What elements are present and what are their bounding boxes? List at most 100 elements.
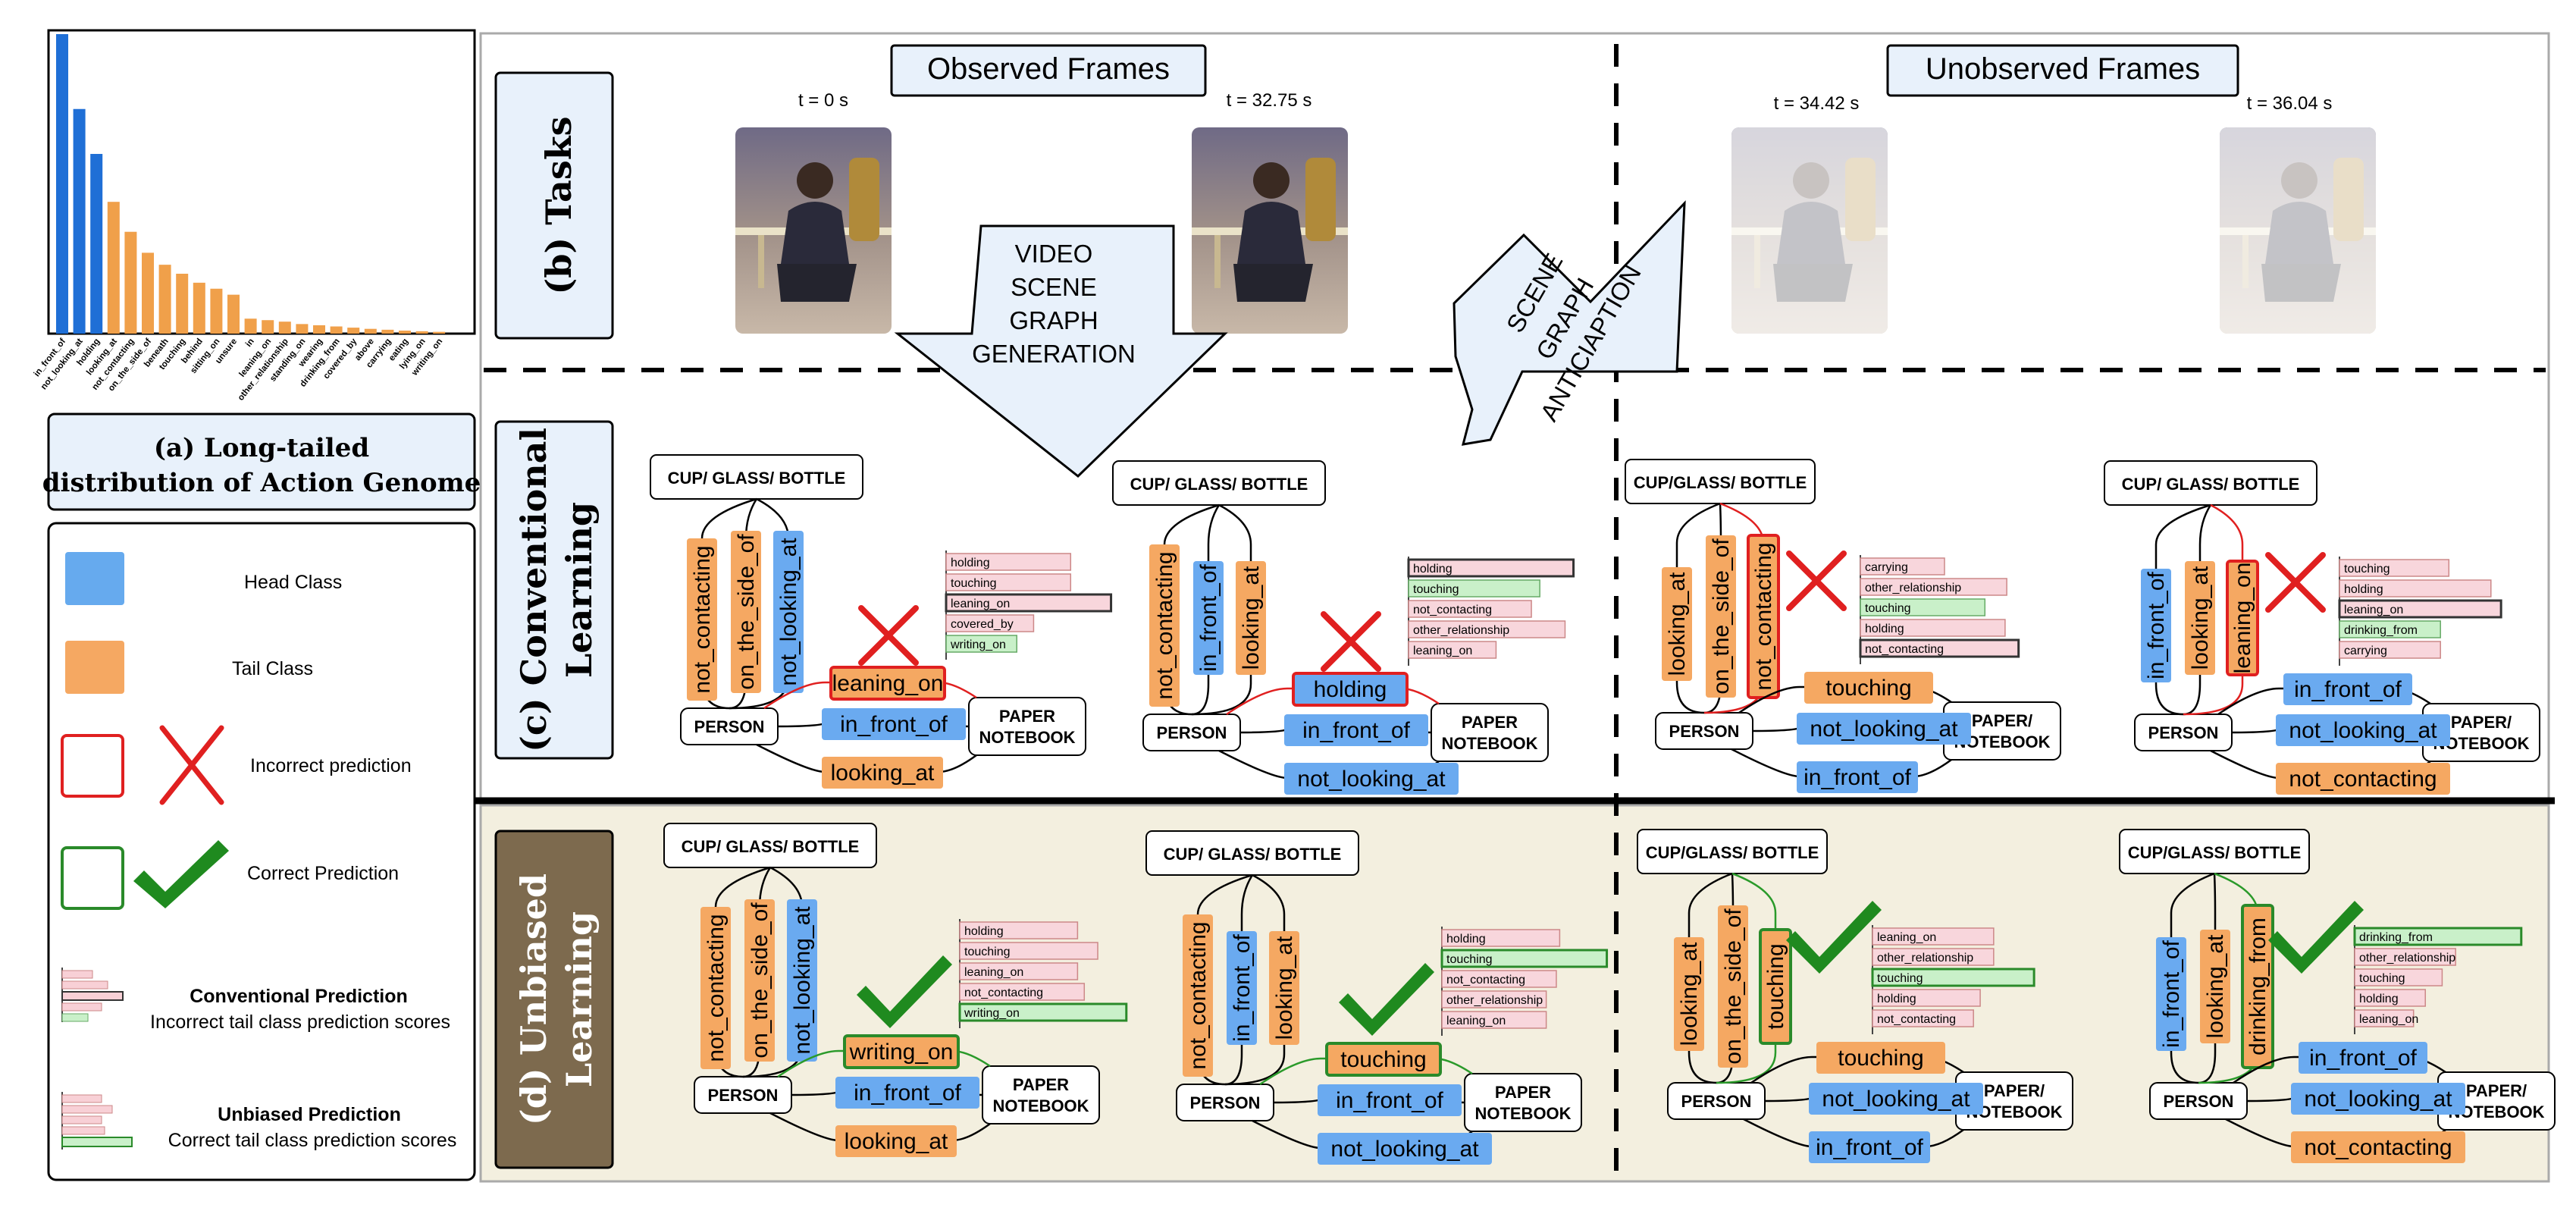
incorrect-cross-icon: [1786, 550, 1847, 611]
score-bar-label: leaning_on: [964, 966, 1023, 979]
panel-d-label-line1: (d) Unbiased: [513, 874, 554, 1125]
chart-bar: [158, 265, 171, 334]
relation-label: not_looking_at: [1810, 717, 1958, 742]
score-bar-label: touching: [1446, 953, 1493, 966]
paper-notebook-label: NOTEBOOK: [1474, 1104, 1571, 1123]
score-bar: [1408, 600, 1532, 618]
relation-label-vertical-box: [1674, 937, 1704, 1051]
relation-label: not_contacting: [2304, 1135, 2452, 1160]
chart-bar: [415, 331, 428, 334]
relation-label: in_front_of: [1816, 1135, 1923, 1160]
score-bar-label: not_contacting: [1413, 604, 1492, 616]
relation-label-vertical: leaning_on: [2230, 563, 2255, 674]
panel-c-label-line1: (c) Conventional: [513, 428, 554, 752]
score-bar-label: carrying: [2344, 645, 2387, 657]
chart-bar: [364, 328, 377, 334]
conventional-prediction-scores: holdingtouchingnot_contactingother_relat…: [1407, 557, 1575, 666]
score-bar-label: holding: [951, 557, 990, 569]
frame-person-head: [1253, 162, 1290, 199]
score-bar: [945, 573, 1072, 591]
scene-graph: CUP/ GLASS/ BOTTLEPERSONPAPER/NOTEBOOKin…: [2104, 460, 2540, 795]
person-node-label: PERSON: [1669, 722, 1740, 741]
relation-label-vertical: on_the_side_of: [734, 534, 759, 690]
unbiased-mini-bars-icon: [61, 1092, 133, 1150]
legend-conventional-title: Conventional Prediction: [190, 986, 408, 1007]
score-bar: [1441, 970, 1557, 988]
relation-label: in_front_of: [2294, 677, 2402, 702]
relation-edge: [2217, 687, 2431, 716]
relation-label-vertical: not_contacting: [704, 914, 729, 1062]
relation-edge: [1226, 687, 1440, 716]
paper-notebook-label: PAPER: [1462, 713, 1518, 732]
relation-label-vertical-box: [731, 531, 761, 693]
frame-background-object: [849, 158, 879, 241]
unobserved-frames-header-box: [1886, 44, 2239, 97]
object-node-cup-label: CUP/ GLASS/ BOTTLE: [668, 469, 846, 488]
relation-label-vertical: in_front_of: [2144, 571, 2169, 679]
score-bar: [2354, 989, 2426, 1007]
chart-bar: [107, 202, 120, 334]
legend-unbiased-sub: Correct tail class prediction scores: [168, 1130, 457, 1151]
relation-label-vertical-box: [1149, 544, 1180, 707]
relation-edge: [1259, 1057, 1473, 1086]
relation-label-box: [1284, 714, 1428, 746]
relation-label-box: [2299, 1042, 2427, 1074]
relation-label-vertical: not_contacting: [1186, 921, 1211, 1069]
chart-tick-label: in: [244, 337, 256, 348]
predicted-relation-box: [829, 666, 946, 701]
score-bar-label: leaning_on: [951, 598, 1010, 610]
score-bar: [2354, 948, 2456, 966]
relation-label-vertical-box: [2185, 561, 2215, 675]
paper-notebook-label: PAPER: [1013, 1075, 1069, 1094]
relation-label-box: [1318, 1133, 1492, 1165]
score-bar-label: leaning_on: [1877, 931, 1936, 944]
chart-bar: [347, 328, 360, 334]
relation-label: not_contacting: [2289, 767, 2437, 792]
correct-check-icon: [1339, 963, 1434, 1036]
relation-label: in_front_of: [1336, 1088, 1443, 1113]
relation-label-vertical: on_the_side_of: [747, 902, 772, 1059]
unbiased-prediction-scores: drinking_fromother_relationshiptouchingh…: [2353, 925, 2523, 1034]
score-bar-label: other_relationship: [1413, 624, 1509, 637]
score-bar-label: carrying: [1865, 561, 1908, 574]
relation-label-vertical-box: [1759, 928, 1792, 1045]
chart-bar: [433, 331, 446, 334]
legend-head-label: Head Class: [244, 572, 342, 593]
relation-edge: [1675, 502, 1721, 714]
relation-label-box: [1797, 761, 1918, 793]
unbiased-prediction-scores: leaning_onother_relationshiptouchinghold…: [1871, 925, 2035, 1034]
paper-notebook-label: PAPER: [1495, 1083, 1551, 1102]
relation-label: in_front_of: [854, 1081, 961, 1106]
relation-label: not_looking_at: [1330, 1137, 1479, 1162]
relation-label-box: [2276, 714, 2450, 746]
score-bar-label: other_relationship: [1446, 994, 1543, 1007]
score-bar: [2339, 579, 2492, 598]
relation-label: looking_at: [831, 761, 935, 786]
score-bar: [1872, 948, 1995, 966]
video-frame-image: [1731, 127, 1888, 334]
score-bar-label: writing_on: [964, 1007, 1020, 1020]
person-node-label: PERSON: [2148, 723, 2219, 742]
score-bar-label: touching: [1877, 972, 1923, 985]
score-bar: [1408, 579, 1540, 598]
score-bar: [1860, 557, 1945, 576]
relation-label-vertical-box: [1718, 905, 1748, 1068]
relation-label-vertical: touching: [1763, 943, 1788, 1029]
score-bar-label: other_relationship: [1877, 952, 1973, 965]
relation-label-vertical-box: [1193, 561, 1224, 675]
conventional-prediction-scores: carryingother_relationshiptouchingholdin…: [1859, 555, 2020, 664]
score-bar-label: other_relationship: [1865, 582, 1961, 594]
correct-check-icon: [857, 955, 952, 1028]
scene-graph: CUP/ GLASS/ BOTTLEPERSONPAPERNOTEBOOKnot…: [1145, 830, 1609, 1165]
relation-label-box: [2291, 1083, 2465, 1115]
relation-label-vertical: not_looking_at: [790, 906, 815, 1055]
relation-edge: [1738, 685, 1952, 714]
score-bar-label: leaning_on: [1413, 645, 1472, 657]
relation-edge: [1750, 1055, 1964, 1084]
relation-label-vertical-box: [1269, 931, 1299, 1045]
object-node-cup-label: CUP/ GLASS/ BOTTLE: [1164, 845, 1342, 864]
predicted-relation-box: [1292, 672, 1409, 707]
chart-bar: [244, 318, 257, 334]
score-bar: [945, 553, 1072, 571]
score-bar-label: leaning_on: [1446, 1015, 1506, 1027]
